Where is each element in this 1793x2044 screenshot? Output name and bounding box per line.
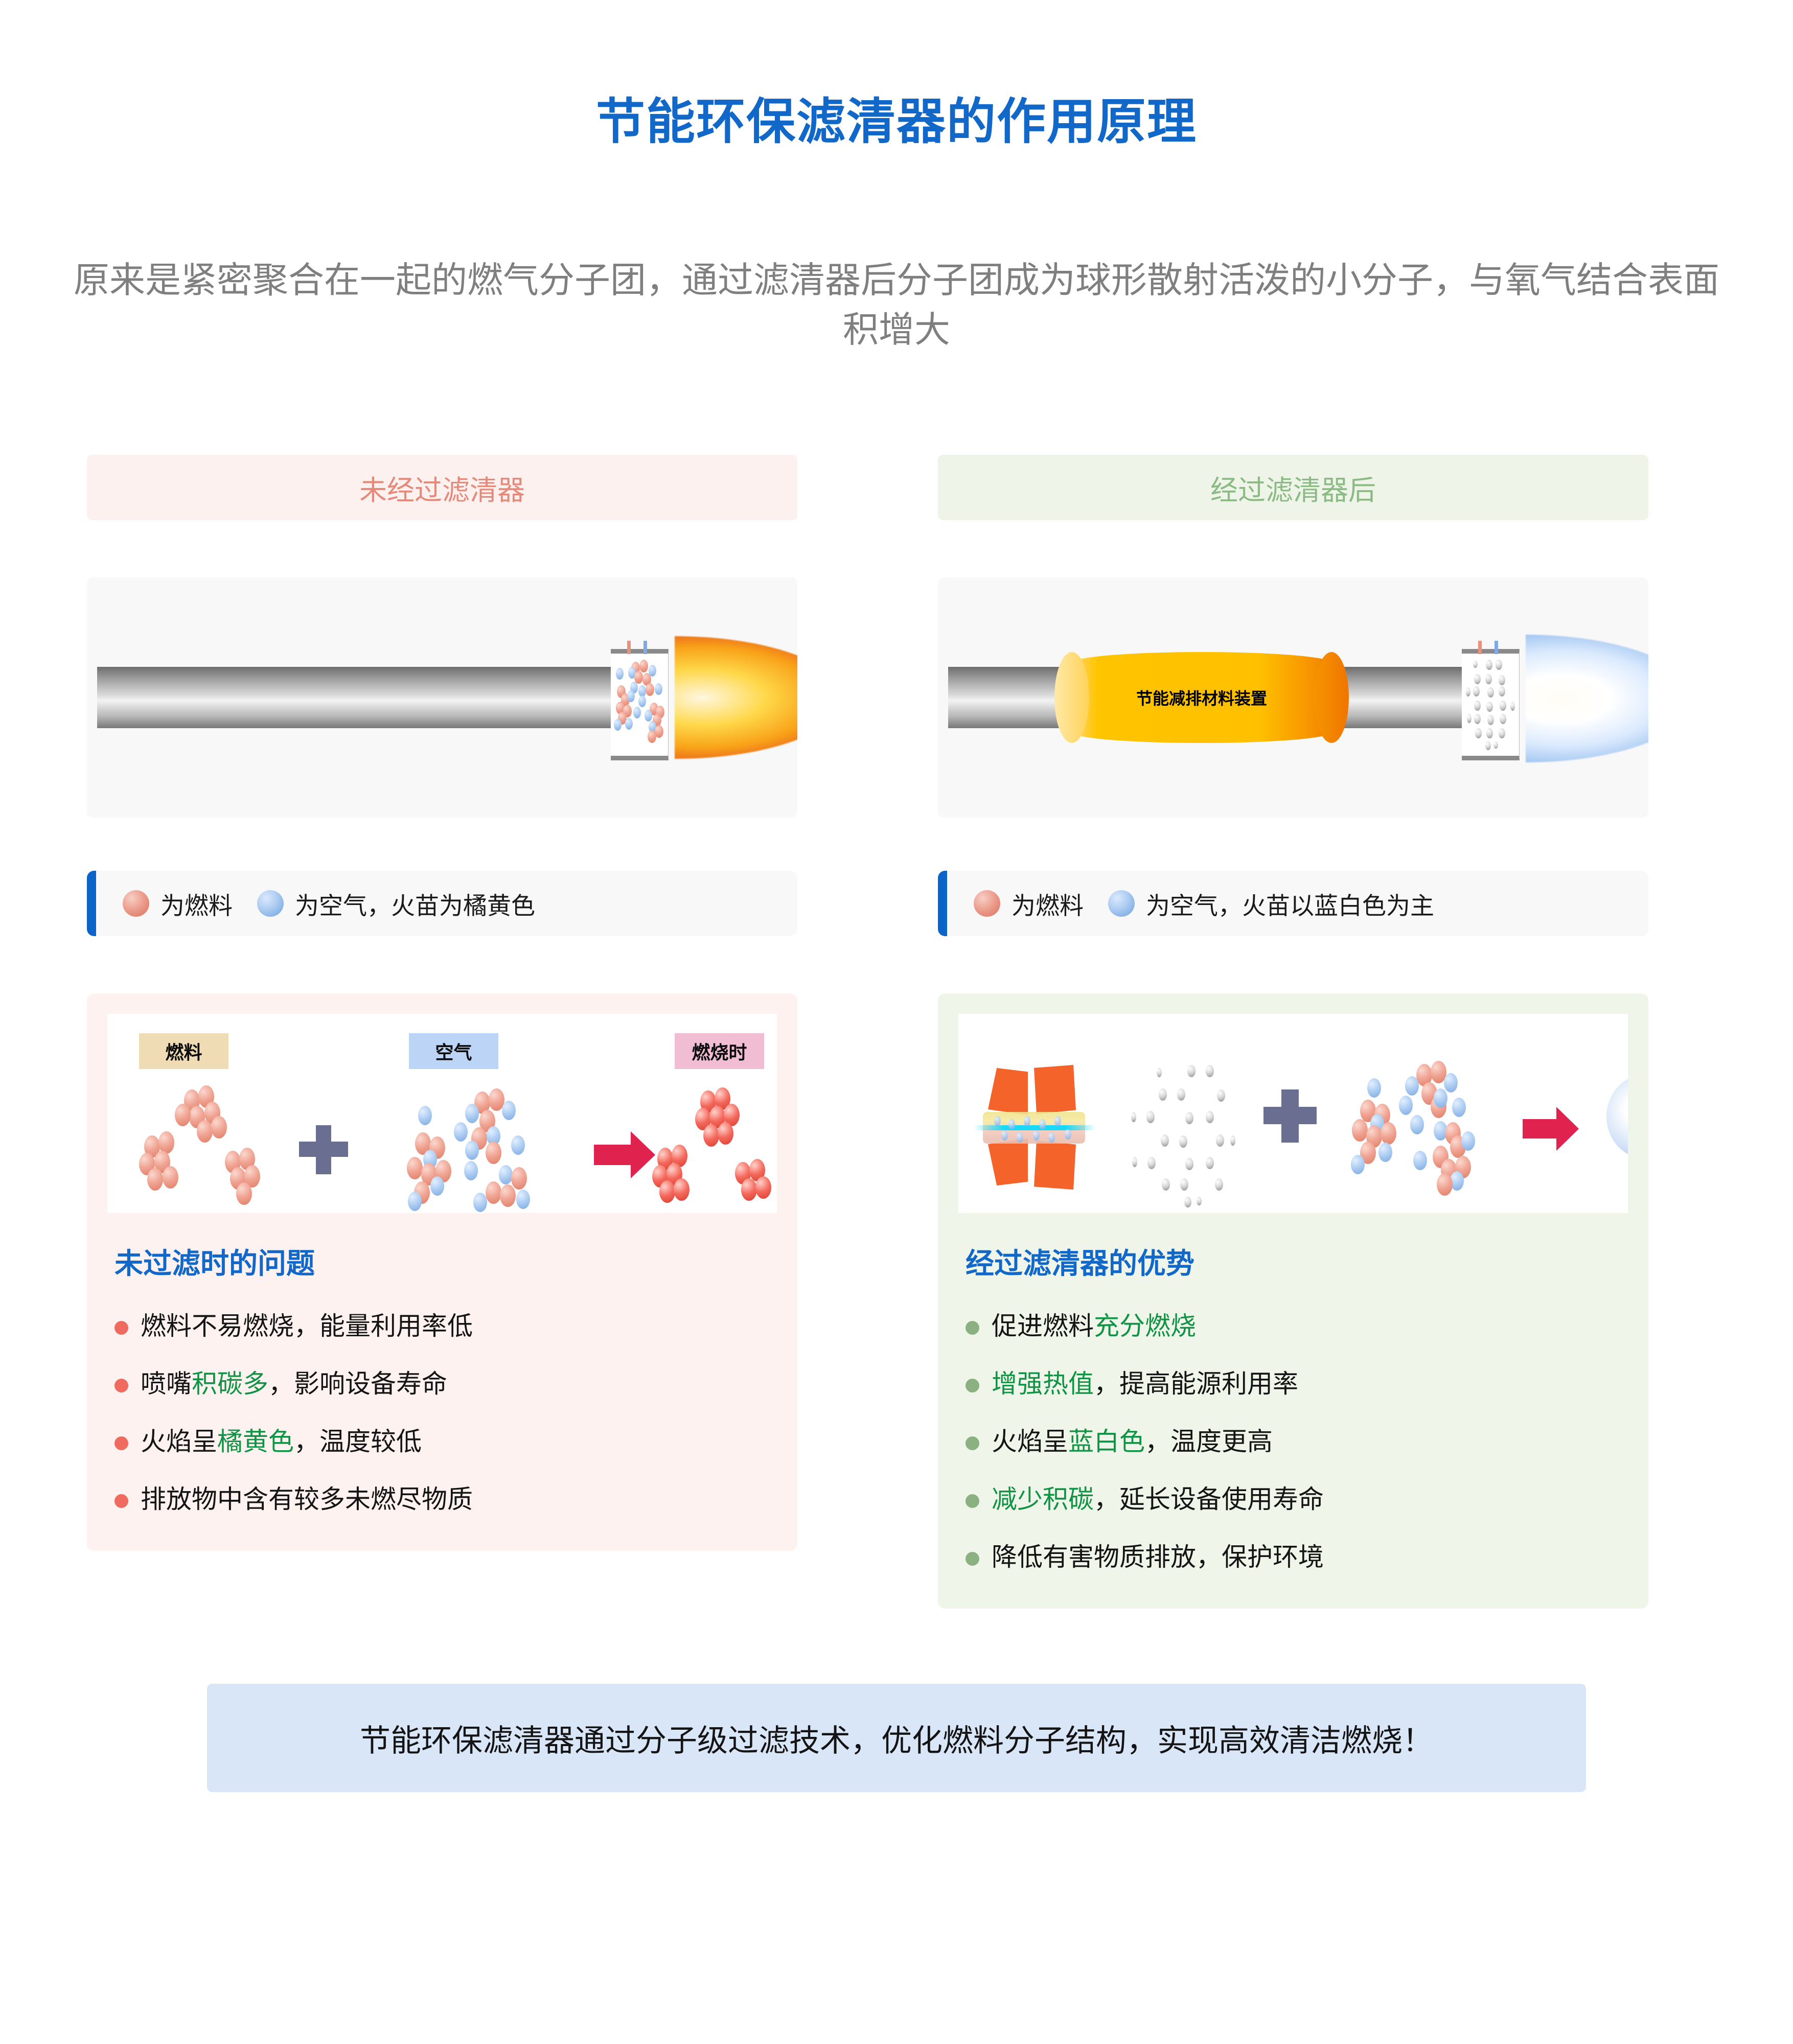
- left-header-chip: 未经过滤清器: [87, 455, 797, 520]
- list-item: 减少积碳，延长设备使用寿命: [958, 1484, 1628, 1515]
- left-legend-fuel-label: 为燃料: [160, 892, 233, 919]
- list-item: 喷嘴积碳多，影响设备寿命: [107, 1368, 777, 1400]
- page-subtitle: 原来是紧密聚合在一起的燃气分子团，通过滤清器后分子团成为球形散射活泼的小分子，与…: [74, 260, 1719, 350]
- bullet-text: 火焰呈蓝白色，温度更高: [992, 1427, 1273, 1456]
- bullet-text: 降低有害物质排放，保护环境: [992, 1543, 1324, 1571]
- left-panel: 燃料 空气 燃烧时: [87, 993, 797, 1551]
- right-bullet-list: 促进燃料充分燃烧 增强热值，提高能源利用率 火焰呈蓝白色，温度更高 减少积碳，延…: [958, 1311, 1628, 1573]
- label-fuel-text: 燃料: [165, 1042, 202, 1063]
- page-title: 节能环保滤清器的作用原理: [596, 95, 1197, 149]
- orange-flame-icon: [675, 636, 797, 759]
- molecule-window: [1462, 649, 1520, 760]
- fuel-dot-icon: [974, 890, 1000, 917]
- label-burning-text: 燃烧时: [692, 1042, 747, 1063]
- column-after-filter: 经过滤清器后 节能减排材料装置: [938, 455, 1648, 1609]
- left-diagram: [87, 577, 797, 818]
- list-item: 增强热值，提高能源利用率: [958, 1368, 1628, 1400]
- right-panel: 经过滤清器的优势 促进燃料充分燃烧 增强热值，提高能源利用率 火焰呈蓝白色，温度…: [938, 993, 1648, 1609]
- list-item: 降低有害物质排放，保护环境: [958, 1542, 1628, 1573]
- right-header-chip: 经过滤清器后: [938, 455, 1648, 520]
- right-legend: 为燃料 为空气，火苗以蓝白色为主: [938, 871, 1648, 936]
- right-legend-air-label: 为空气，火苗以蓝白色为主: [1146, 892, 1434, 919]
- plus-icon-horizontal: [1263, 1107, 1317, 1124]
- bullet-text: 减少积碳，延长设备使用寿命: [992, 1485, 1324, 1514]
- tick-air-icon: [1495, 641, 1498, 654]
- tick-fuel-icon: [1478, 641, 1482, 654]
- bullet-dot-icon: [114, 1379, 128, 1392]
- cyan-beam-icon: [974, 1125, 1096, 1130]
- red-arrow-icon: [594, 1131, 655, 1178]
- bullet-dot-icon: [114, 1436, 128, 1450]
- filter-device-label: 节能减排材料装置: [1136, 689, 1267, 708]
- bullet-text: 燃料不易燃烧，能量利用率低: [141, 1312, 473, 1340]
- conclusion-text: 节能环保滤清器通过分子级过滤技术，优化燃料分子结构，实现高效清洁燃烧！: [360, 1723, 1433, 1758]
- air-dot-icon: [1108, 890, 1135, 917]
- right-process-diagram: [958, 1014, 1628, 1213]
- conclusion-banner: 节能环保滤清器通过分子级过滤技术，优化燃料分子结构，实现高效清洁燃烧！: [207, 1684, 1586, 1792]
- left-process-diagram: 燃料 空气 燃烧时: [107, 1014, 777, 1213]
- list-item: 排放物中含有较多未燃尽物质: [107, 1484, 777, 1515]
- bullet-dot-icon: [114, 1494, 128, 1508]
- molecule-window: [611, 649, 669, 760]
- bullet-text: 促进燃料充分燃烧: [992, 1312, 1196, 1340]
- bullet-text: 排放物中含有较多未燃尽物质: [141, 1485, 473, 1514]
- pipe-body: [97, 667, 613, 728]
- bullet-dot-icon: [966, 1552, 979, 1566]
- bullet-text: 喷嘴积碳多，影响设备寿命: [141, 1369, 447, 1398]
- list-item: 燃料不易燃烧，能量利用率低: [107, 1311, 777, 1342]
- red-arrow-icon: [1523, 1107, 1579, 1151]
- fuel-dot-icon: [123, 890, 149, 917]
- list-item: 火焰呈橘黄色，温度较低: [107, 1426, 777, 1457]
- tick-fuel-icon: [627, 641, 631, 654]
- device-blade-icon: [1034, 1141, 1076, 1190]
- column-before-filter: 未经过滤清器: [87, 455, 797, 1551]
- left-section-title: 未过滤时的问题: [114, 1247, 315, 1280]
- right-header-label: 经过滤清器后: [1210, 475, 1376, 506]
- left-bullet-list: 燃料不易燃烧，能量利用率低 喷嘴积碳多，影响设备寿命 火焰呈橘黄色，温度较低 排…: [107, 1311, 777, 1515]
- bullet-dot-icon: [966, 1321, 979, 1335]
- left-legend: 为燃料 为空气，火苗为橘黄色: [87, 871, 797, 936]
- device-blade-icon: [988, 1139, 1028, 1186]
- bullet-dot-icon: [114, 1321, 128, 1335]
- right-section-title: 经过滤清器的优势: [966, 1247, 1194, 1280]
- label-fuel: 燃料: [139, 1033, 228, 1069]
- right-legend-fuel-label: 为燃料: [1012, 892, 1084, 919]
- tick-air-icon: [643, 641, 647, 654]
- bullet-dot-icon: [966, 1379, 979, 1392]
- left-header-label: 未经过滤清器: [359, 475, 525, 506]
- blue-white-flame-icon: [1526, 635, 1648, 762]
- filter-device: 节能减排材料装置: [1054, 652, 1349, 743]
- spherical-molecule-icon: [1606, 1074, 1628, 1159]
- list-item: 火焰呈蓝白色，温度更高: [958, 1426, 1628, 1457]
- label-burning: 燃烧时: [675, 1033, 764, 1069]
- label-air-text: 空气: [435, 1042, 472, 1063]
- bullet-text: 火焰呈橘黄色，温度较低: [141, 1427, 422, 1456]
- bullet-text: 增强热值，提高能源利用率: [992, 1369, 1298, 1398]
- air-dot-icon: [257, 890, 284, 917]
- bullet-dot-icon: [966, 1436, 979, 1450]
- device-blade-icon: [1034, 1065, 1076, 1114]
- right-diagram: 节能减排材料装置: [938, 577, 1648, 818]
- left-legend-air-label: 为空气，火苗为橘黄色: [295, 892, 535, 919]
- plus-icon-horizontal: [299, 1142, 348, 1157]
- bullet-dot-icon: [966, 1494, 979, 1508]
- list-item: 促进燃料充分燃烧: [958, 1311, 1628, 1342]
- device-blade-icon: [988, 1068, 1028, 1115]
- label-air: 空气: [409, 1033, 498, 1069]
